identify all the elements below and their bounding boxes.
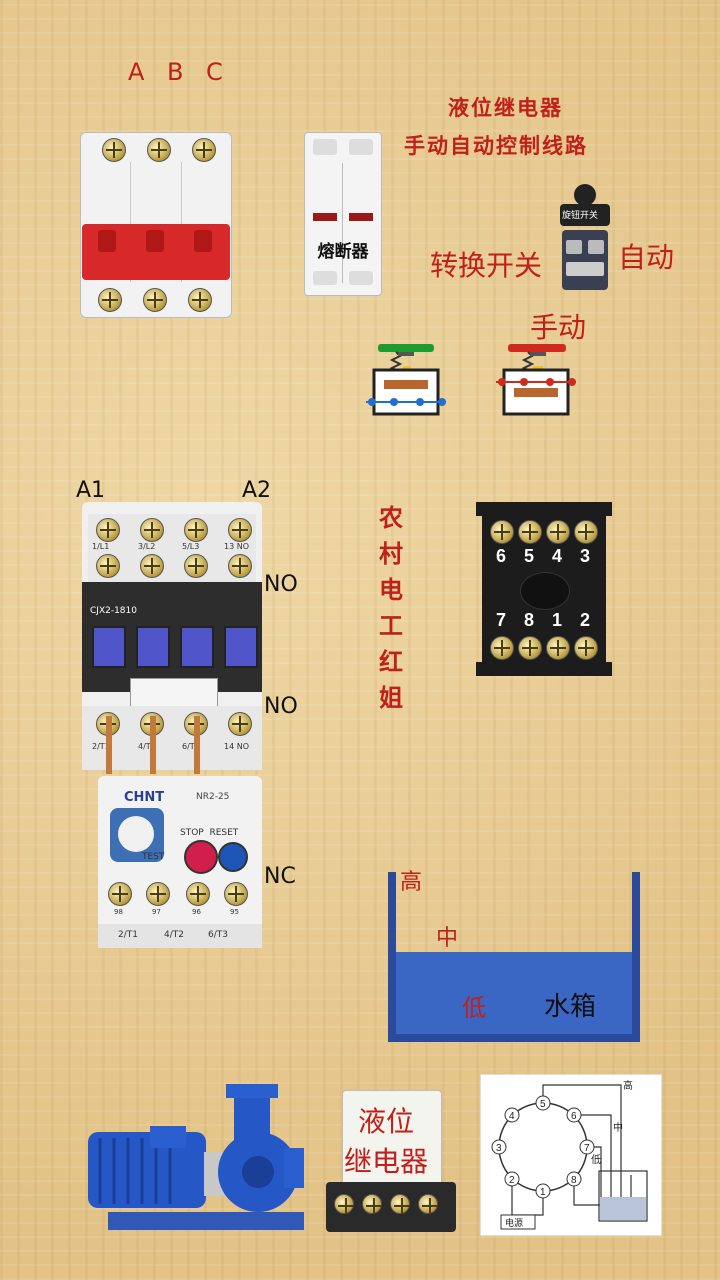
thermal-overload-relay: CHNT NR2-25 STOP RESET TEST 98 97 96 95 … — [98, 776, 262, 948]
relay-pin-8: 8 — [523, 610, 534, 630]
selector-switch-label: 转换开关 — [430, 249, 543, 282]
contactor-coil-a1: A1 — [76, 478, 106, 503]
relay-pin-7: 7 — [495, 610, 506, 630]
overload-stop-button[interactable] — [184, 840, 218, 874]
relay-pin-5: 5 — [523, 546, 534, 566]
overload-reset-button[interactable] — [218, 842, 248, 872]
contactor-bottom-terminal-1: 2/T1 — [92, 742, 110, 751]
overload-nc: NC — [264, 864, 296, 889]
circuit-breaker — [80, 132, 232, 318]
stop-button-symbol[interactable] — [492, 340, 588, 420]
diagram-title-line2: 手动自动控制线路 — [404, 133, 588, 158]
schem-pin-4: 4 — [509, 1111, 515, 1122]
schem-power: 电源 — [505, 1217, 523, 1229]
schem-pin-6: 6 — [571, 1111, 577, 1122]
tank-level-low: 低 — [462, 994, 486, 1022]
contactor-coil-a2: A2 — [242, 478, 272, 503]
phase-label-c: C — [206, 58, 223, 86]
contactor-model: CJX2-1810 — [90, 606, 137, 616]
liquid-relay-label-1: 液位 — [358, 1105, 415, 1138]
overload-terminal-1: 2/T1 — [118, 930, 138, 940]
contactor-top-terminal-3: 5/L3 — [182, 542, 200, 551]
relay-pin-1: 1 — [551, 610, 562, 630]
relay-pin-6: 6 — [495, 546, 506, 566]
ac-contactor: 1/L1 3/L2 5/L3 13 NO CJX2-1810 2/T1 4/T2… — [82, 502, 262, 774]
watermark-char-6: 姐 — [379, 683, 403, 712]
fuse-label: 熔断器 — [317, 242, 369, 262]
schem-pin-7: 7 — [584, 1143, 590, 1154]
overload-terminal-3: 6/T3 — [208, 930, 228, 940]
contactor-no-bottom: NO — [264, 694, 298, 719]
contactor-no-top: NO — [264, 572, 298, 597]
selector-auto-label: 自动 — [618, 241, 675, 274]
water-level-fill — [396, 952, 632, 1034]
selector-knob-text: 旋钮开关 — [562, 211, 599, 221]
relay-pin-4: 4 — [551, 546, 562, 566]
selector-switch[interactable]: 旋钮开关 — [556, 182, 616, 300]
contactor-bottom-terminal-4: 14 NO — [224, 742, 250, 751]
watermark-char-1: 农 — [379, 503, 403, 532]
wiring-schematic-inset: 5 6 7 8 1 2 3 4 高 中 低 电源 — [480, 1074, 662, 1236]
overload-contact-95: 95 — [230, 908, 239, 916]
contactor-top-terminal-1: 1/L1 — [92, 542, 110, 551]
liquid-relay-label-2: 继电器 — [344, 1145, 429, 1178]
schem-pin-1: 1 — [540, 1187, 546, 1198]
schem-high: 高 — [623, 1079, 633, 1092]
schem-mid: 中 — [613, 1121, 623, 1134]
schem-low: 低 — [591, 1153, 601, 1166]
water-pump — [88, 1084, 304, 1230]
overload-terminal-2: 4/T2 — [164, 930, 184, 940]
overload-brand: CHNT — [124, 790, 165, 805]
overload-test: TEST — [142, 852, 165, 862]
overload-model: NR2-25 — [196, 792, 230, 802]
relay-socket-base: 6 5 4 3 7 8 1 2 — [476, 502, 612, 676]
selector-manual-label: 手动 — [530, 311, 587, 344]
contactor-bottom-terminal-3: 6/T3 — [182, 742, 200, 751]
overload-contact-97: 97 — [152, 908, 161, 916]
contactor-top-terminal-2: 3/L2 — [138, 542, 156, 551]
tank-name: 水箱 — [544, 992, 597, 1022]
overload-contact-96: 96 — [192, 908, 201, 916]
watermark-char-3: 电 — [379, 575, 403, 604]
watermark-char-5: 红 — [379, 647, 403, 676]
relay-pin-2: 2 — [579, 610, 590, 630]
liquid-level-relay — [326, 1090, 456, 1240]
schem-pin-3: 3 — [496, 1143, 502, 1154]
schem-pin-5: 5 — [540, 1099, 546, 1110]
vertical-watermark: 农 村 电 工 红 姐 — [376, 500, 406, 716]
tank-level-mid: 中 — [436, 926, 459, 951]
water-tank — [388, 872, 642, 1042]
relay-pin-3: 3 — [579, 546, 590, 566]
wiring-schematic-svg: 5 6 7 8 1 2 3 4 高 中 低 电源 — [491, 1079, 648, 1230]
overload-stop-reset: STOP RESET — [180, 828, 239, 838]
phase-label-a: A — [128, 58, 145, 86]
schem-pin-2: 2 — [509, 1175, 515, 1186]
diagram-title-line1: 液位继电器 — [448, 95, 563, 120]
phase-label-b: B — [167, 58, 184, 86]
fuse-holder: 熔断器 — [304, 132, 382, 296]
contactor-bottom-terminal-2: 4/T2 — [138, 742, 156, 751]
watermark-char-4: 工 — [379, 611, 403, 640]
contactor-top-terminal-4: 13 NO — [224, 542, 250, 551]
start-button-symbol[interactable] — [360, 340, 456, 420]
schem-pin-8: 8 — [571, 1175, 577, 1186]
watermark-char-2: 村 — [379, 539, 403, 568]
breaker-nameplate — [86, 168, 126, 208]
tank-level-high: 高 — [400, 870, 423, 895]
overload-contact-98: 98 — [114, 908, 123, 916]
